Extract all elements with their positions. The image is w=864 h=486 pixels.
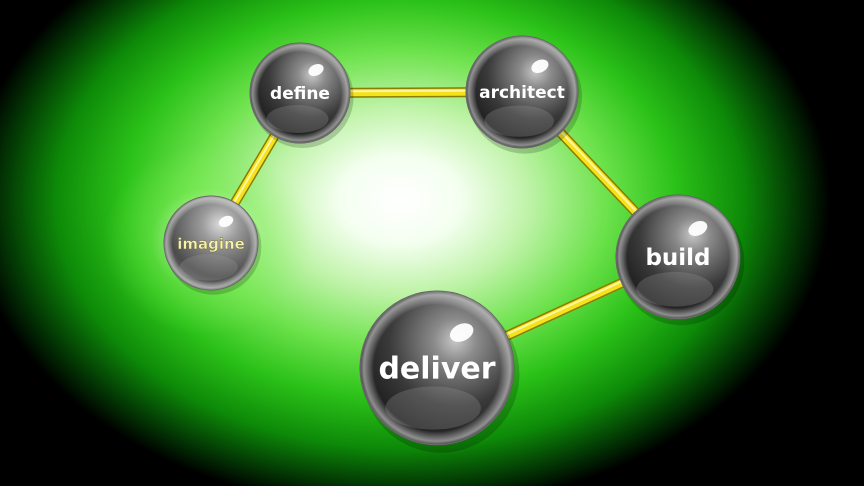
nodes-layer: imagine define architect build deliver [163, 35, 745, 453]
node-label-build: build [645, 245, 710, 271]
node-define: define [249, 42, 354, 148]
node-deliver: deliver [359, 290, 520, 453]
node-label-deliver: deliver [378, 352, 495, 387]
specular-highlight [308, 63, 324, 77]
specular-highlight [688, 221, 708, 236]
node-imagine: imagine [163, 195, 262, 295]
specular-highlight [531, 59, 549, 73]
node-build: build [615, 194, 745, 326]
node-label-define: define [270, 84, 330, 104]
specular-highlight [218, 215, 234, 228]
node-architect: architect [465, 35, 582, 154]
node-label-architect: architect [479, 83, 565, 103]
node-label-imagine: imagine [177, 235, 245, 253]
specular-highlight [449, 323, 474, 342]
